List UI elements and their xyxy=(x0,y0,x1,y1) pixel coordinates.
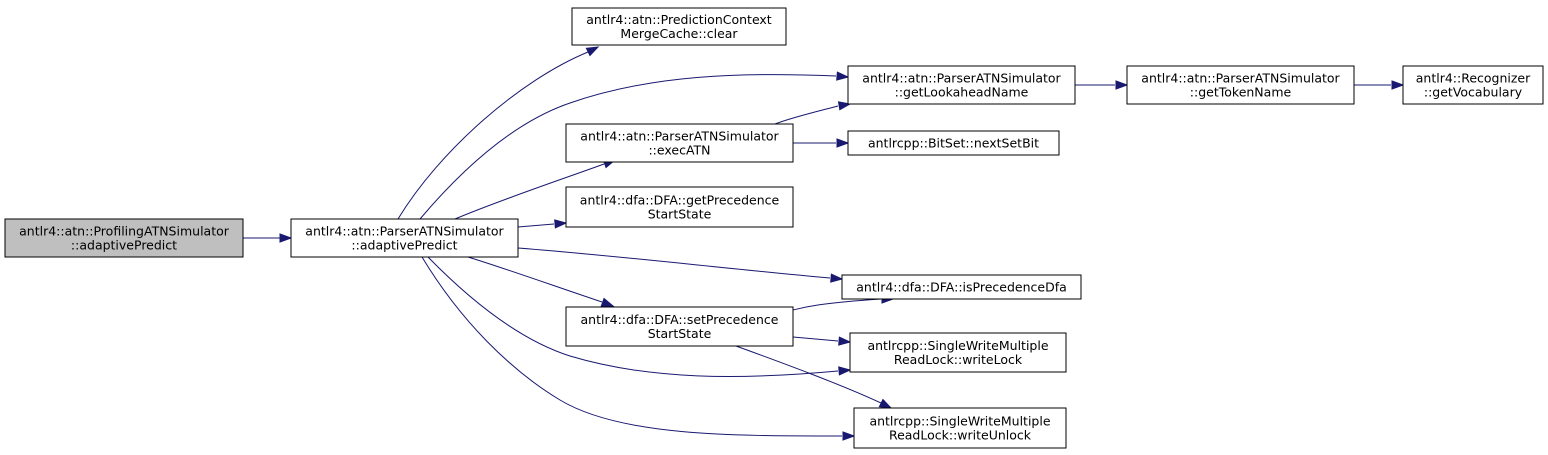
node-box xyxy=(847,65,1076,105)
node-label-line: StartState xyxy=(648,326,712,341)
node-box xyxy=(849,332,1067,373)
node-label-line: ::getTokenName xyxy=(1190,85,1292,100)
node-label-line: antlr4::atn::ParserATNSimulator xyxy=(580,129,779,144)
edge-line xyxy=(735,345,882,404)
node-label-line: antlr4::atn::ProfilingATNSimulator xyxy=(19,224,230,239)
edge-parser_adaptivePredict-to-mergecache_clear xyxy=(397,46,600,220)
edge-profiling_adaptivePredict-to-parser_adaptivePredict xyxy=(243,233,293,243)
edge-line xyxy=(517,247,831,279)
node-box xyxy=(841,274,1082,300)
node-label-line: antlr4::Recognizer xyxy=(1416,71,1531,86)
node-label-line: ::getLookaheadName xyxy=(895,85,1029,100)
edge-line xyxy=(774,105,839,125)
arrowhead-icon xyxy=(842,431,856,441)
edge-parser_adaptivePredict-to-getLookaheadName xyxy=(419,71,850,220)
node-label-line: antlr4::atn::ParserATNSimulator xyxy=(1141,71,1340,86)
edge-setPrecedenceStartState-to-writeUnlock xyxy=(735,345,893,409)
node-box xyxy=(1402,65,1544,105)
node-box xyxy=(565,186,794,228)
node-isPrecedenceDfa[interactable]: antlr4::dfa::DFA::isPrecedenceDfa xyxy=(841,274,1082,300)
node-label-line: antlrcpp::BitSet::nextSetBit xyxy=(868,136,1039,151)
node-label-line: ::adaptivePredict xyxy=(71,238,177,253)
node-parser_adaptivePredict[interactable]: antlr4::atn::ParserATNSimulator::adaptiv… xyxy=(290,218,519,258)
node-label-line: antlr4::dfa::DFA::getPrecedence xyxy=(580,193,780,208)
node-label-line: ReadLock::writeUnlock xyxy=(889,428,1032,443)
node-label-line: MergeCache::clear xyxy=(620,26,738,41)
edge-line xyxy=(517,223,555,228)
node-mergecache_clear[interactable]: antlr4::atn::PredictionContextMergeCache… xyxy=(571,7,787,46)
edge-setPrecedenceStartState-to-writeLock xyxy=(792,336,852,346)
node-getLookaheadName[interactable]: antlr4::atn::ParserATNSimulator::getLook… xyxy=(847,65,1076,105)
node-label-line: antlrcpp::SingleWriteMultiple xyxy=(867,338,1048,353)
arrowhead-icon xyxy=(837,101,852,111)
node-label-line: StartState xyxy=(648,207,712,222)
edge-parser_adaptivePredict-to-writeLock xyxy=(427,256,852,378)
node-label-line: antlr4::dfa::DFA::setPrecedence xyxy=(581,312,779,327)
edge-parser_adaptivePredict-to-isPrecedenceDfa xyxy=(517,247,844,283)
node-box xyxy=(571,7,787,46)
arrowhead-icon xyxy=(836,71,850,81)
arrowhead-icon xyxy=(838,366,852,376)
edge-getLookaheadName-to-getTokenName xyxy=(1075,80,1129,90)
node-box xyxy=(565,123,794,163)
arrowhead-icon xyxy=(836,138,850,148)
node-label-line: antlr4::atn::ParserATNSimulator xyxy=(305,224,504,239)
node-box xyxy=(4,218,244,258)
edge-line xyxy=(427,256,839,378)
node-writeUnlock[interactable]: antlrcpp::SingleWriteMultipleReadLock::w… xyxy=(853,407,1067,449)
node-label-line: ::getVocabulary xyxy=(1424,85,1523,100)
edge-execATN-to-nextSetBit xyxy=(793,138,850,148)
edge-line xyxy=(421,256,843,437)
node-label-line: antlr4::atn::PredictionContext xyxy=(586,12,772,27)
edge-parser_adaptivePredict-to-writeUnlock xyxy=(421,256,856,441)
node-setPrecedenceStartState[interactable]: antlr4::dfa::DFA::setPrecedenceStartStat… xyxy=(565,306,794,347)
node-getVocabulary[interactable]: antlr4::Recognizer::getVocabulary xyxy=(1402,65,1544,105)
arrowhead-icon xyxy=(838,336,852,346)
edge-line xyxy=(467,256,603,303)
arrowhead-icon xyxy=(1115,80,1129,90)
node-label-line: ::adaptivePredict xyxy=(351,238,457,253)
arrowhead-icon xyxy=(878,398,893,409)
node-execATN[interactable]: antlr4::atn::ParserATNSimulator::execATN xyxy=(565,123,794,163)
nodes-layer: antlr4::atn::ProfilingATNSimulator::adap… xyxy=(4,7,1544,449)
node-box xyxy=(290,218,519,258)
node-nextSetBit[interactable]: antlrcpp::BitSet::nextSetBit xyxy=(847,130,1060,156)
arrowhead-icon xyxy=(585,46,600,57)
edge-parser_adaptivePredict-to-setPrecedenceStartState xyxy=(467,256,615,307)
node-label-line: ReadLock::writeLock xyxy=(894,352,1023,367)
node-box xyxy=(565,306,794,347)
edge-line xyxy=(454,163,605,220)
edge-line xyxy=(419,74,837,220)
node-label-line: antlr4::dfa::DFA::isPrecedenceDfa xyxy=(856,280,1067,295)
node-getTokenName[interactable]: antlr4::atn::ParserATNSimulator::getToke… xyxy=(1126,65,1355,105)
arrowhead-icon xyxy=(830,273,844,283)
arrowhead-icon xyxy=(279,233,293,243)
edge-execATN-to-getLookaheadName xyxy=(774,101,852,125)
edge-line xyxy=(792,336,839,342)
node-writeLock[interactable]: antlrcpp::SingleWriteMultipleReadLock::w… xyxy=(849,332,1067,373)
edge-getTokenName-to-getVocabulary xyxy=(1354,80,1405,90)
node-profiling_adaptivePredict[interactable]: antlr4::atn::ProfilingATNSimulator::adap… xyxy=(4,218,244,258)
node-label-line: ::execATN xyxy=(648,143,710,158)
node-box xyxy=(847,130,1060,156)
arrowhead-icon xyxy=(600,297,615,307)
arrowhead-icon xyxy=(1391,80,1405,90)
arrowhead-icon xyxy=(554,219,568,229)
edge-parser_adaptivePredict-to-getPrecedenceStartState xyxy=(517,219,568,229)
node-box xyxy=(853,407,1067,449)
node-box xyxy=(1126,65,1355,105)
edge-line xyxy=(397,51,589,220)
node-label-line: antlr4::atn::ParserATNSimulator xyxy=(862,71,1061,86)
edge-line xyxy=(792,298,882,311)
node-label-line: antlrcpp::SingleWriteMultiple xyxy=(869,414,1050,429)
node-getPrecedenceStartState[interactable]: antlr4::dfa::DFA::getPrecedenceStartStat… xyxy=(565,186,794,228)
